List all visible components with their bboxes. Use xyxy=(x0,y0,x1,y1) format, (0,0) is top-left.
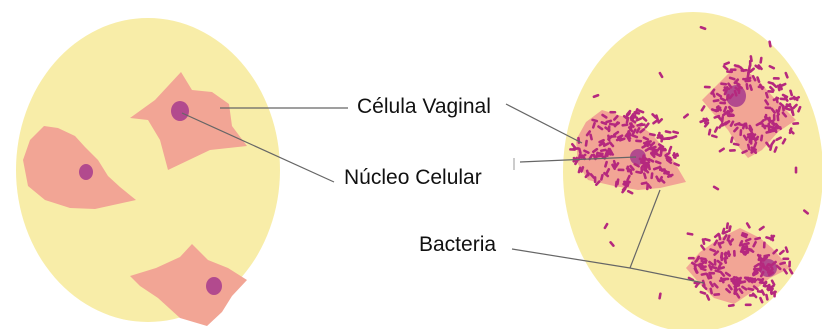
bacterium xyxy=(609,111,616,114)
bacterium xyxy=(714,259,717,266)
bacterium xyxy=(719,101,726,104)
label-vaginal-cell: Célula Vaginal xyxy=(357,95,491,118)
right-field xyxy=(563,12,822,329)
bacterium xyxy=(608,125,611,132)
bacterium xyxy=(764,106,771,109)
bacterium xyxy=(739,129,742,136)
left-field xyxy=(16,18,280,326)
bacterium xyxy=(745,304,752,307)
nucleus-left xyxy=(79,164,93,180)
bacterium xyxy=(768,126,771,133)
bacterium xyxy=(626,165,629,172)
bacterium xyxy=(594,176,597,183)
bacterium xyxy=(749,294,756,297)
nucleus-bottom xyxy=(206,277,222,295)
bacterium xyxy=(630,122,633,129)
bacterium xyxy=(609,135,616,138)
nucleus-labeled xyxy=(171,101,189,121)
bacterium xyxy=(666,137,673,140)
bacterium xyxy=(617,169,624,172)
bacterium xyxy=(773,77,780,80)
bacterium xyxy=(659,147,666,150)
bacterium xyxy=(688,257,695,260)
bacterium xyxy=(795,167,798,174)
bacterium xyxy=(773,114,776,121)
bacterium xyxy=(773,290,776,297)
label-bacteria: Bacteria xyxy=(419,233,496,256)
bacterium xyxy=(782,258,789,261)
label-nucleus: Núcleo Celular xyxy=(344,166,482,189)
bacterium xyxy=(726,70,733,73)
bacterium xyxy=(763,241,766,248)
bacterium xyxy=(733,250,736,257)
bacterium xyxy=(788,260,791,267)
bacterium xyxy=(704,86,711,89)
bacterium xyxy=(708,272,715,275)
bacterium xyxy=(729,149,736,152)
